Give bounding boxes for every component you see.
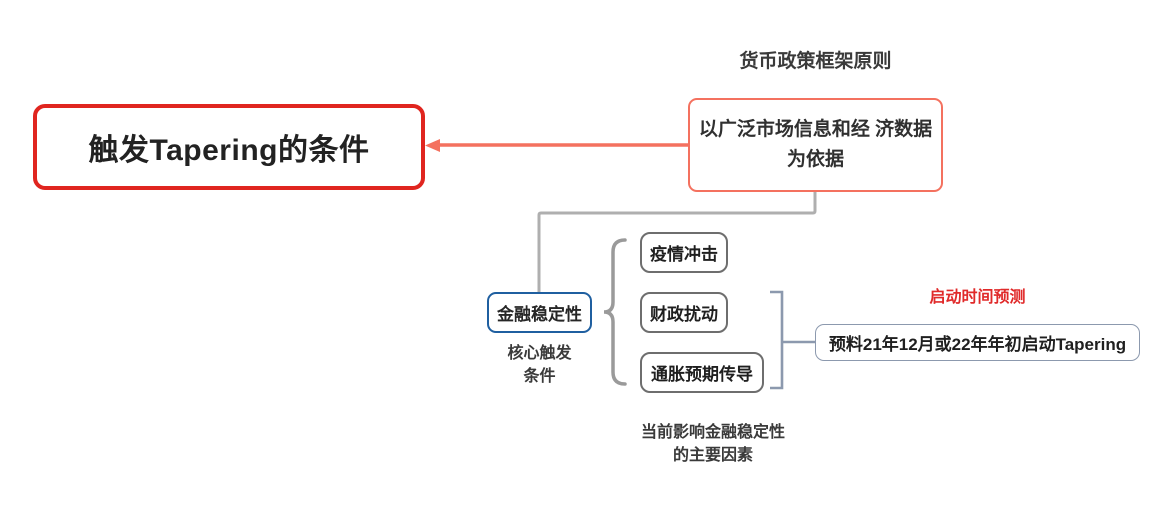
bracket-factors-to-prediction [770, 290, 784, 390]
node-root-trigger-conditions[interactable]: 触发Tapering的条件 [33, 104, 425, 190]
node-factor-inflation-expectation[interactable]: 通胀预期传导 [640, 352, 764, 393]
caption-main-factors: 当前影响金融稳定性 的主要因素 [640, 424, 785, 464]
caption-monetary-policy-framework: 货币政策框架原则 [739, 51, 892, 72]
caption-core-trigger-condition: 核心触发 条件 [507, 345, 572, 385]
node-financial-stability[interactable]: 金融稳定性 [487, 292, 592, 333]
node-policy-basis[interactable]: 以广泛市场信息和经 济数据为依据 [688, 98, 943, 192]
arrowhead-icon [425, 139, 440, 152]
node-tapering-forecast[interactable]: 预料21年12月或22年年初启动Tapering [815, 324, 1140, 361]
caption-launch-time-forecast: 启动时间预测 [929, 289, 1026, 306]
node-factor-fiscal-disturbance[interactable]: 财政扰动 [640, 292, 728, 333]
node-factor-pandemic-shock[interactable]: 疫情冲击 [640, 232, 728, 273]
curly-brace-factors [603, 238, 627, 386]
